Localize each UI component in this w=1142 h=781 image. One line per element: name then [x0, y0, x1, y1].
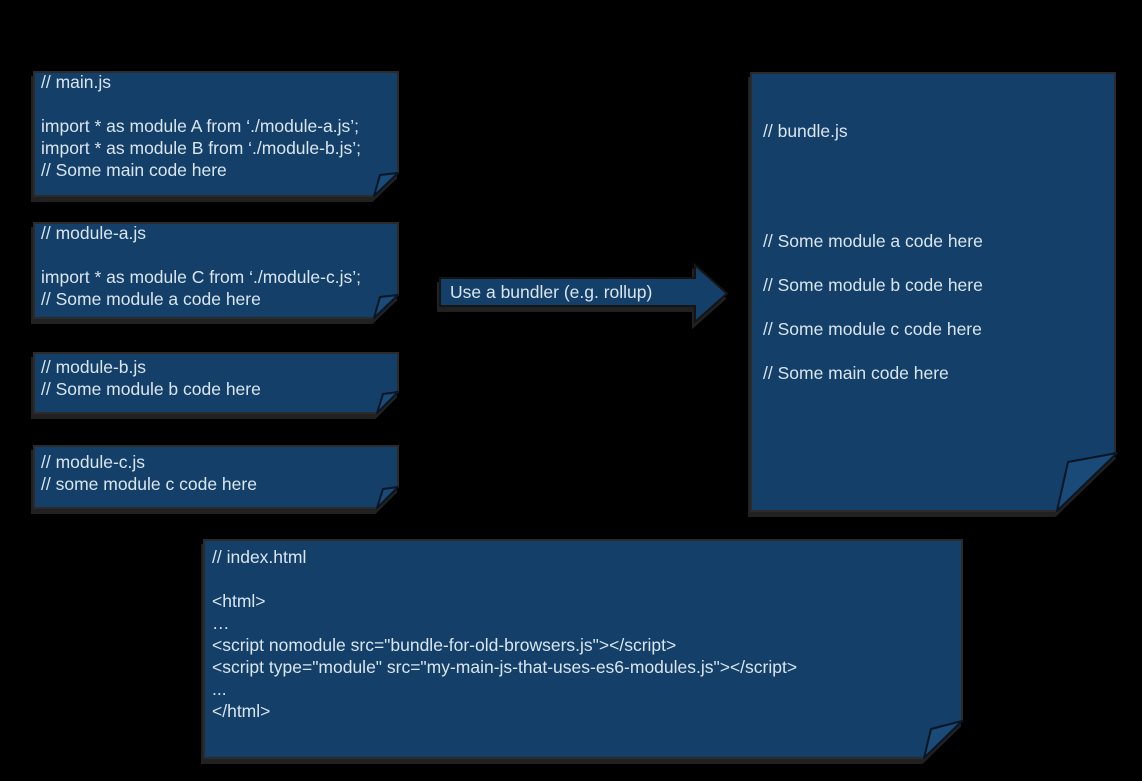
code-line [763, 340, 1116, 362]
code-line: // Some module b code here [763, 275, 983, 295]
code-card-index-html: // index.html <html>…<script nomodule src… [203, 539, 963, 759]
code-line: // module-a.js [41, 223, 147, 243]
code-text-module-c-js: // module-c.js// some module c code here [33, 445, 399, 495]
code-card-module-a-js: // module-a.js import * as module C from … [33, 222, 399, 319]
code-line [763, 98, 1116, 120]
code-line: // some module c code here [41, 474, 257, 494]
code-line [763, 164, 1116, 186]
paper-shape [203, 539, 963, 759]
code-line: <script type="module" src="my-main-js-th… [212, 657, 798, 677]
bundler-arrow-label: Use a bundler (e.g. rollup) [450, 282, 653, 302]
paper-shape [33, 352, 399, 414]
code-card-bundle-js: // bundle.js // Some module a code here //… [750, 72, 1118, 512]
code-line [763, 296, 1116, 318]
code-line: // Some module b code here [41, 379, 261, 399]
code-line: // module-b.js [41, 357, 147, 377]
code-line [763, 186, 1116, 208]
code-line: ... [212, 679, 227, 699]
folded-corner [1056, 452, 1118, 512]
code-line: // index.html [212, 547, 307, 567]
folded-corner [376, 486, 399, 509]
code-line: // Some main code here [41, 160, 227, 180]
code-text-bundle-js: // bundle.js // Some module a code here //… [750, 72, 1116, 384]
code-text-module-a-js: // module-a.js import * as module C from … [33, 222, 399, 310]
code-line: // Some module a code here [41, 289, 261, 309]
code-text-index-html: // index.html <html>…<script nomodule src… [203, 539, 963, 722]
code-line [763, 252, 1116, 274]
paper-shape [33, 71, 399, 197]
folded-corner [923, 720, 963, 759]
code-line [212, 568, 963, 590]
code-text-main-js: // main.js import * as module A from ‘./m… [33, 71, 399, 181]
code-line [763, 208, 1116, 230]
code-line: // Some main code here [763, 363, 949, 383]
folded-corner [376, 391, 399, 414]
code-card-module-b-js: // module-b.js// Some module b code here [33, 352, 399, 414]
code-line: </html> [212, 701, 271, 721]
folded-corner [373, 172, 399, 197]
code-line [41, 93, 399, 115]
arrow-shape [439, 262, 729, 325]
code-text-module-b-js: // module-b.js// Some module b code here [33, 352, 399, 400]
code-line: import * as module B from ‘./module-b.js… [41, 138, 361, 158]
code-line: import * as module C from ‘./module-c.js… [41, 267, 361, 287]
code-line: // module-c.js [41, 452, 146, 472]
code-line: // bundle.js [763, 121, 848, 141]
bundler-arrow: Use a bundler (e.g. rollup) [438, 262, 730, 325]
code-line [41, 244, 399, 266]
arrow-right-icon [439, 262, 729, 325]
folded-corner [373, 294, 399, 319]
code-line: // Some module c code here [763, 319, 982, 339]
code-line: import * as module A from ‘./module-a.js… [41, 116, 360, 136]
code-card-module-c-js: // module-c.js// some module c code here [33, 445, 399, 509]
code-line [763, 142, 1116, 164]
paper-shape [33, 222, 399, 319]
code-line: <script nomodule src="bundle-for-old-bro… [212, 635, 677, 655]
paper-shape [750, 72, 1118, 512]
code-line: // Some module a code here [763, 231, 983, 251]
code-card-main-js: // main.js import * as module A from ‘./m… [33, 71, 399, 197]
code-line: <html> [212, 591, 266, 611]
code-line: … [212, 613, 230, 633]
code-line: // main.js [41, 72, 112, 92]
code-line [763, 76, 1116, 98]
paper-shape [33, 445, 399, 509]
